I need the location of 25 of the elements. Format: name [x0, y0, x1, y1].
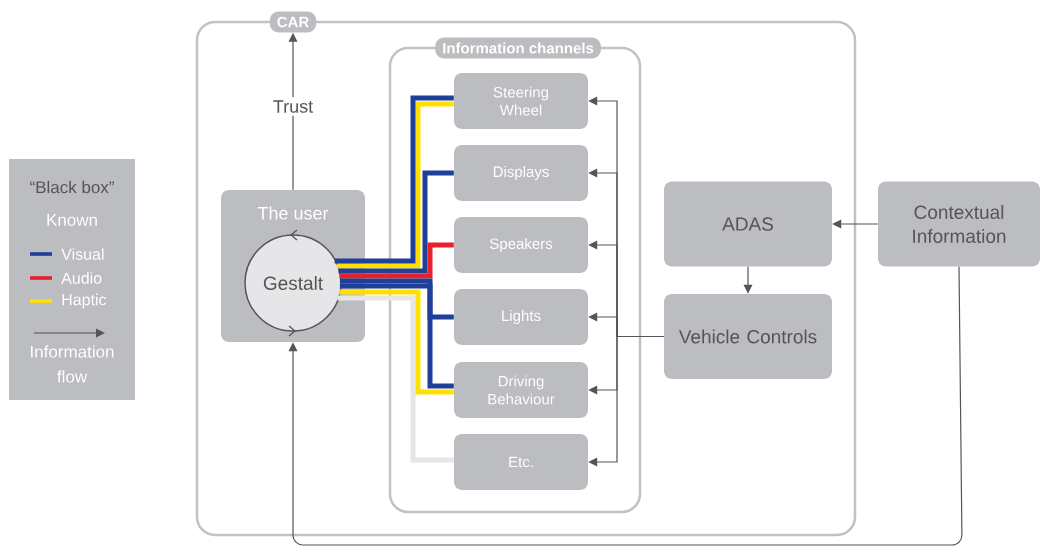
- legend-label: Audio: [61, 272, 102, 284]
- process-box: Vehicle Controls: [664, 294, 832, 379]
- process-box: ADAS: [664, 181, 832, 267]
- channel-box: Speakers: [454, 217, 588, 273]
- signal-line: [339, 242, 454, 279]
- signal-line: [339, 278, 454, 320]
- channel-box: Steering Wheel: [454, 73, 588, 129]
- edge-label: Trust: [269, 97, 317, 116]
- arrow: [288, 266, 963, 546]
- arrow: [588, 335, 665, 467]
- arrow: [832, 219, 879, 229]
- process-box: Contextual Information: [878, 181, 1040, 267]
- channel-box: Displays: [454, 145, 588, 201]
- legend-label: Visual: [61, 248, 104, 260]
- legend-heading: “Black box”: [30, 180, 114, 194]
- channel-box: Etc.: [454, 434, 588, 490]
- channel-box: Driving Behaviour: [454, 362, 588, 418]
- legend-heading: Known: [47, 214, 97, 226]
- legend-label: Haptic: [62, 293, 107, 309]
- arrow: [288, 32, 298, 191]
- channel-box: Lights: [454, 289, 588, 345]
- legend-label: Information flow: [31, 345, 114, 383]
- signal-line: [337, 295, 454, 463]
- signal-line: [338, 170, 454, 274]
- arrow: [743, 266, 753, 294]
